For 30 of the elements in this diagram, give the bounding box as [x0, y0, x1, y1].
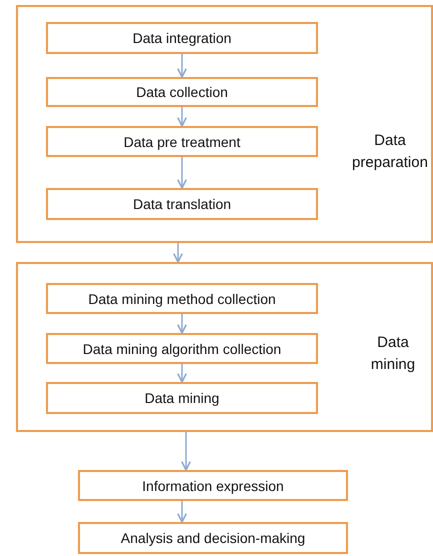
arrow: [181, 432, 191, 471]
step-label: Data integration: [132, 30, 232, 46]
arrow: [177, 157, 187, 189]
step-label: Information expression: [142, 478, 284, 494]
process-box: [46, 283, 318, 314]
group-box: [16, 262, 433, 432]
process-box: [46, 188, 318, 220]
process-box: [46, 77, 318, 107]
step-label: Data mining method collection: [88, 290, 276, 306]
group-label: Data preparation: [351, 131, 429, 173]
step-label: Analysis and decision-making: [120, 530, 306, 546]
process-box: [78, 470, 348, 501]
group-box: [16, 5, 433, 243]
arrow: [177, 314, 187, 334]
group-label: Data mining: [370, 333, 416, 375]
arrow: [177, 364, 187, 383]
arrow: [177, 107, 187, 127]
process-box: [78, 522, 348, 554]
process-box: [46, 333, 318, 364]
arrow: [177, 54, 187, 78]
arrow: [177, 501, 187, 523]
step-label: Data mining: [144, 390, 220, 406]
process-box: [46, 22, 318, 54]
step-label: Data pre treatment: [124, 134, 240, 150]
step-label: Data translation: [132, 196, 232, 212]
step-label: Data mining algorithm collection: [82, 340, 282, 356]
step-label: Data collection: [136, 84, 228, 100]
process-box: [46, 382, 318, 414]
arrow: [173, 243, 183, 263]
process-box: [46, 126, 318, 157]
